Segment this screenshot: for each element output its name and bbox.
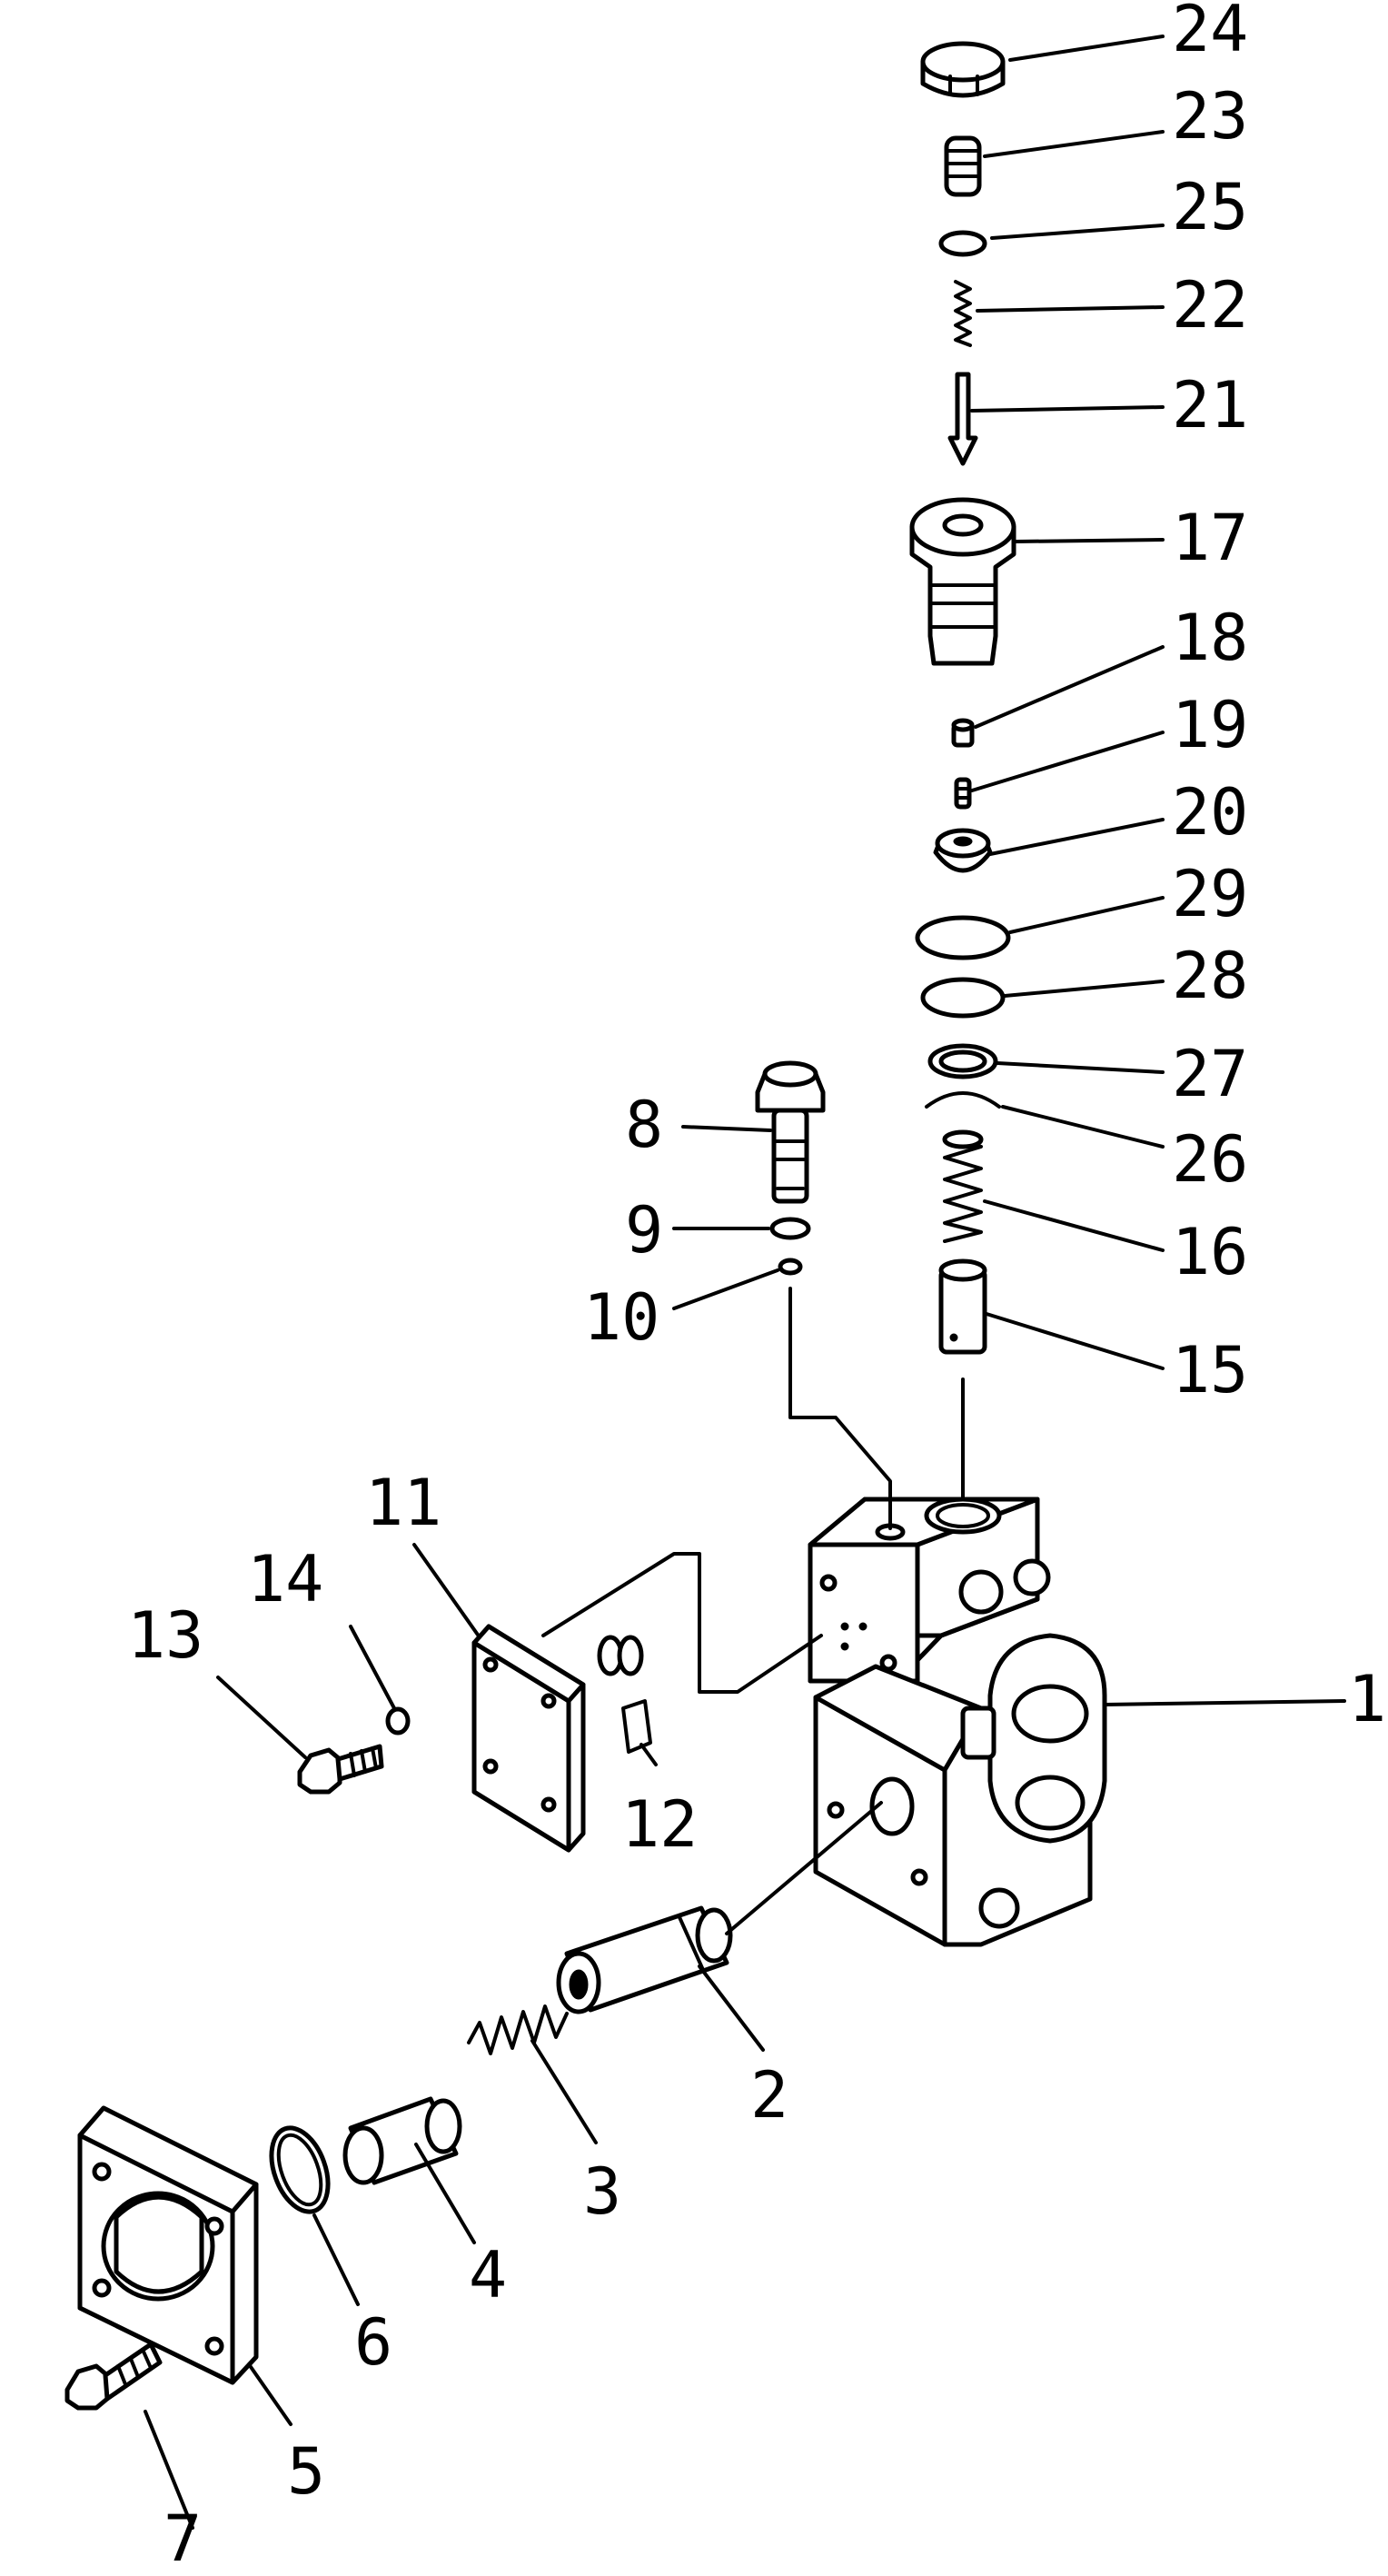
part-9-o-ring [769,1217,811,1240]
part-17-valve-seat [909,497,1016,666]
part-8-relief-valve [755,1060,826,1204]
callout-27: 27 [1172,1037,1248,1111]
callout-15: 15 [1172,1333,1248,1407]
part-13-bolt [297,1744,384,1795]
callout-13: 13 [127,1598,203,1673]
callout-25: 25 [1172,170,1248,244]
part-23-adjust-screw [944,135,982,197]
callout-23: 23 [1172,79,1248,154]
callout-14: 14 [247,1542,323,1616]
callout-7: 7 [164,2501,202,2576]
part-24-cap-nut [920,41,1006,98]
callout-19: 19 [1172,688,1248,762]
part-2-spool [556,1905,733,2014]
part-25-o-ring [938,230,987,257]
callout-labels: 24 23 25 22 21 17 18 19 20 29 28 27 26 1… [127,0,1386,2576]
part-22-spring [954,280,972,347]
part-28-o-ring [920,977,1006,1019]
part-1-valve-body [808,1497,1107,1947]
callout-2: 2 [750,2058,788,2133]
callout-12: 12 [621,1787,698,1862]
callout-18: 18 [1172,601,1248,675]
callout-5: 5 [287,2434,325,2509]
part-20-piston [933,828,993,873]
part-3-spring [467,2004,569,2055]
callout-8: 8 [625,1088,663,1162]
callout-1: 1 [1348,1662,1386,1736]
callout-4: 4 [469,2238,507,2312]
part-15-spool [938,1258,987,1355]
part-27-backup-ring [927,1043,998,1079]
callout-11: 11 [365,1466,441,1540]
part-12-o-rings [597,1635,652,1754]
callout-10: 10 [583,1280,659,1355]
part-19-small-spring [954,777,972,810]
callout-3: 3 [583,2154,621,2229]
part-4-plunger [342,2096,462,2185]
part-10-o-ring [778,1258,803,1276]
part-14-washer [385,1706,411,1736]
callout-29: 29 [1172,857,1248,931]
part-6-o-ring [269,2125,331,2214]
callout-28: 28 [1172,939,1248,1013]
part-26-snap-ring [925,1091,1001,1109]
callout-16: 16 [1172,1215,1248,1289]
part-5-flange-cover [77,2105,259,2385]
callout-20: 20 [1172,775,1248,850]
callout-6: 6 [354,2305,392,2380]
part-7-bolt [64,2342,163,2411]
callout-21: 21 [1172,368,1248,443]
part-16-spring [942,1129,984,1243]
callout-17: 17 [1172,501,1248,575]
part-11-cover-plate [471,1624,586,1853]
callout-9: 9 [625,1193,663,1268]
leader-lines [144,35,1346,2530]
part-18-poppet [951,718,975,748]
part-21-needle [947,372,978,466]
part-29-o-ring [915,915,1011,960]
assembly-lines [541,1287,965,1935]
callout-26: 26 [1172,1122,1248,1197]
callout-22: 22 [1172,268,1248,343]
callout-24: 24 [1172,0,1248,66]
